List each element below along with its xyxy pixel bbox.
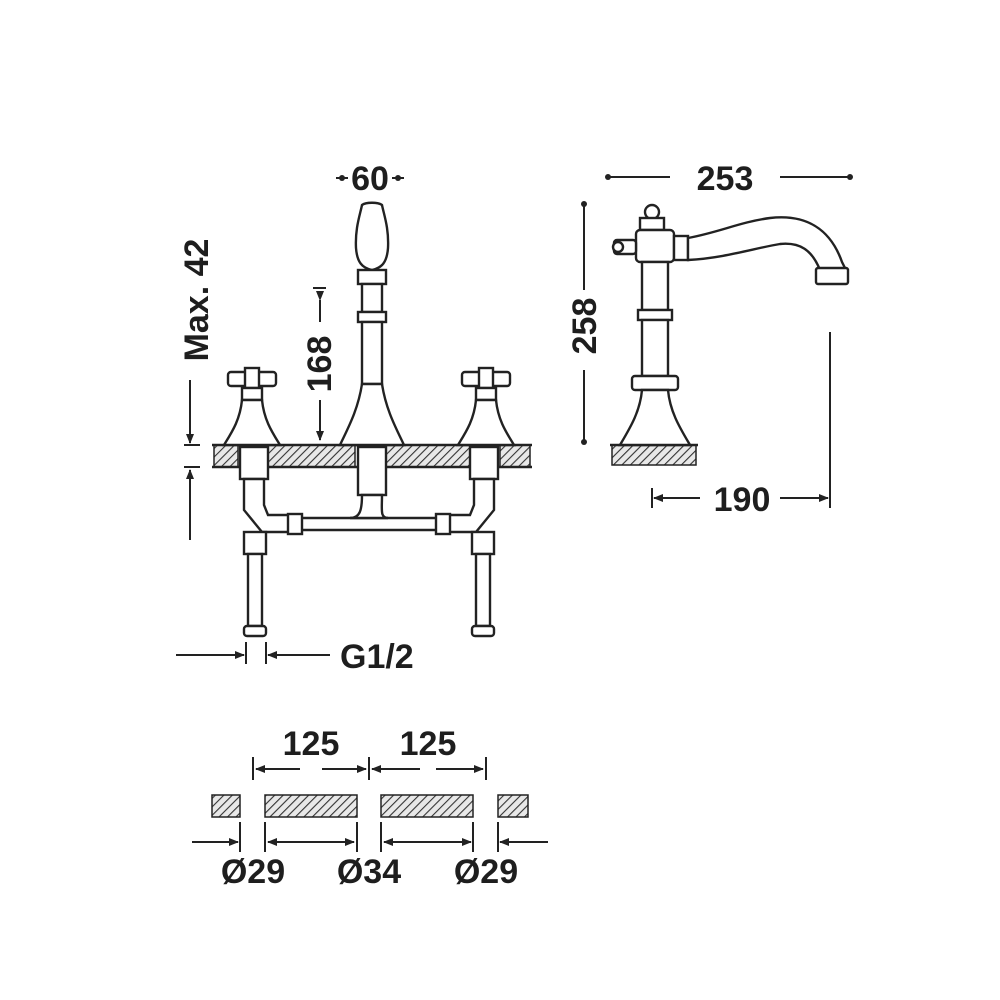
- dim-reach-190: 190: [651, 332, 831, 519]
- dim-height-168: 168: [301, 287, 339, 441]
- dim-label-258: 258: [566, 298, 604, 355]
- dim-hole-diameters: Ø29 Ø34 Ø29: [192, 822, 548, 891]
- right-cross-handle: [455, 366, 517, 447]
- dim-label-125-left: 125: [283, 725, 340, 763]
- front-view: 60 168 Max. 42 G1/2: [176, 160, 532, 676]
- hole-plan: 125 125 Ø29 Ø34 Ø29: [192, 725, 548, 891]
- dim-deck-thickness: Max. 42: [178, 239, 216, 540]
- dim-inlet-thread: G1/2: [176, 638, 414, 676]
- side-deck-section: [610, 443, 698, 466]
- dim-label-60: 60: [351, 160, 389, 198]
- under-deck-piping: [238, 445, 500, 638]
- dim-label-253: 253: [697, 160, 754, 198]
- left-cross-handle: [221, 366, 283, 447]
- spout: [338, 201, 406, 447]
- side-faucet-body: [611, 203, 850, 447]
- dim-label-d29-left: Ø29: [221, 853, 285, 891]
- dim-label-168: 168: [301, 336, 339, 393]
- dim-spout-diameter: 60: [336, 160, 404, 198]
- dim-label-max-42: Max. 42: [178, 239, 216, 362]
- dim-label-d29-right: Ø29: [454, 853, 518, 891]
- dim-label-190: 190: [714, 481, 771, 519]
- dim-label-125-right: 125: [400, 725, 457, 763]
- dim-spacing-left: 125: [252, 725, 370, 780]
- side-view: 253 258 190: [566, 160, 853, 519]
- dim-width-253: 253: [605, 160, 853, 198]
- hole-plan-deck: [211, 794, 529, 818]
- dim-height-258: 258: [566, 201, 604, 445]
- dim-label-g12: G1/2: [340, 638, 414, 676]
- dim-spacing-right: 125: [371, 725, 487, 780]
- dim-label-d34: Ø34: [337, 853, 401, 891]
